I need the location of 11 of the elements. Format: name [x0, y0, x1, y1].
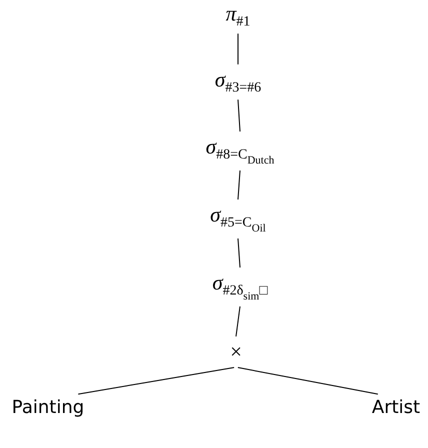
relation-label: Painting	[12, 398, 84, 418]
tree-edge	[236, 306, 240, 337]
operator-label: σ$_{#3=#6}$	[214, 68, 262, 96]
tree-edge	[238, 170, 240, 200]
tree-edge	[237, 367, 378, 395]
tree-edge	[238, 238, 240, 268]
relation-label: Artist	[372, 398, 420, 418]
operator-label: π$_{#1}$	[226, 2, 250, 30]
operator-label: ×	[230, 340, 242, 364]
tree-edge	[238, 99, 240, 132]
tree-edge	[78, 367, 235, 395]
